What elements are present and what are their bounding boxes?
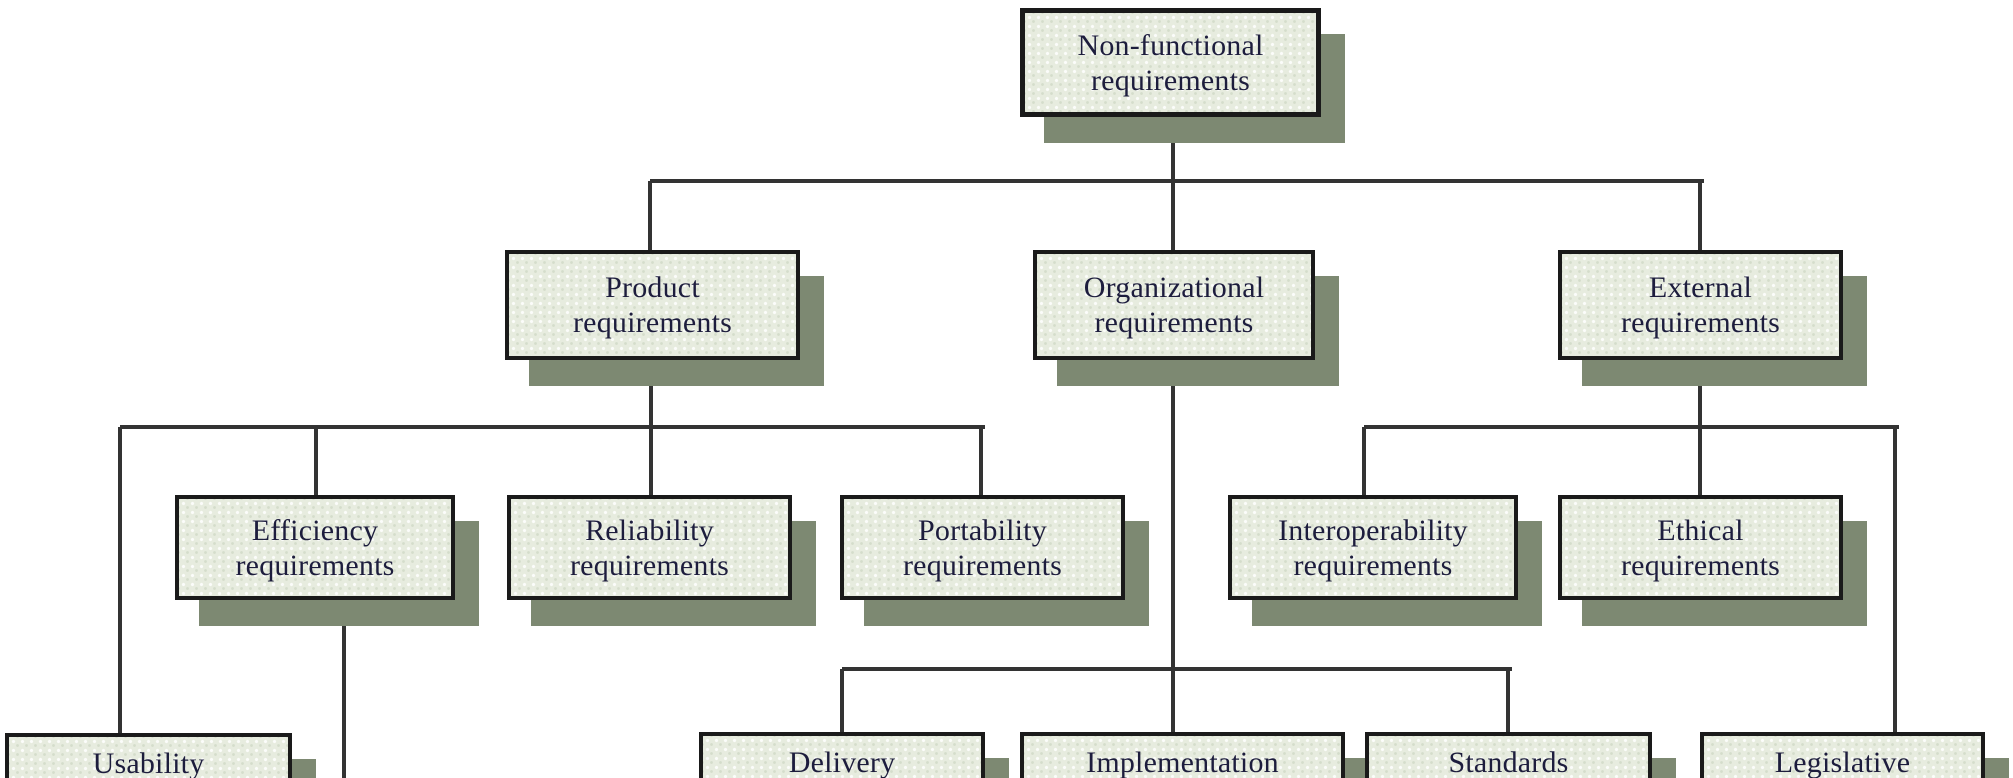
connector-to-delivery [840,669,844,732]
connector-to-product [648,181,652,250]
connector-organizational-stem [1171,360,1175,669]
node-standards-requirements: Standards [1365,732,1652,778]
connector-efficiency-stem [342,600,346,778]
node-label: Efficiency requirements [235,513,395,582]
node-label: Usability [92,747,205,778]
node-portability-requirements: Portability requirements [840,495,1125,600]
connector-organizational-bus [842,667,1512,671]
node-delivery-requirements: Delivery [699,732,985,778]
connector-to-reliability [649,427,653,495]
connector-to-interoperability [1362,427,1366,495]
connector-to-standards [1506,669,1510,732]
node-label: Organizational requirements [1083,271,1265,339]
connector-to-legislative [1893,427,1897,733]
node-label: Standards [1448,746,1569,778]
connector-external-stem [1698,360,1702,427]
node-organizational-requirements: Organizational requirements [1033,250,1315,360]
connector-product-stem [649,360,653,427]
node-product-requirements: Product requirements [505,250,800,360]
connector-to-implementation [1171,669,1175,732]
connector-to-portability [979,427,983,495]
node-label: Product requirements [572,271,732,339]
node-label: Non-functional requirements [1077,28,1264,97]
node-label: Delivery [788,746,896,778]
connector-product-bus [120,425,985,429]
node-external-requirements: External requirements [1558,250,1843,360]
node-non-functional-requirements: Non-functional requirements [1020,8,1321,117]
node-label: Ethical requirements [1620,513,1780,582]
node-interoperability-requirements: Interoperability requirements [1228,495,1518,600]
node-usability-requirements: Usability [5,733,292,778]
node-label: Legislative [1774,746,1911,778]
node-label: External requirements [1620,271,1780,339]
node-label: Portability requirements [902,513,1062,582]
connector-to-efficiency [314,427,318,495]
connector-to-ethical [1698,427,1702,495]
connector-external-bus [1364,425,1899,429]
node-label: Reliability requirements [569,513,729,582]
node-legislative-requirements: Legislative [1700,732,1985,778]
connector-root-stem [1171,117,1175,181]
node-ethical-requirements: Ethical requirements [1558,495,1843,600]
node-label: Interoperability requirements [1278,513,1468,582]
connector-to-usability [118,427,122,733]
node-efficiency-requirements: Efficiency requirements [175,495,455,600]
connector-to-organizational [1171,181,1175,250]
connector-root-bus [650,179,1704,183]
node-reliability-requirements: Reliability requirements [507,495,792,600]
node-implementation-requirements: Implementation [1020,732,1345,778]
connector-to-external [1698,181,1702,250]
node-label: Implementation [1086,746,1279,778]
